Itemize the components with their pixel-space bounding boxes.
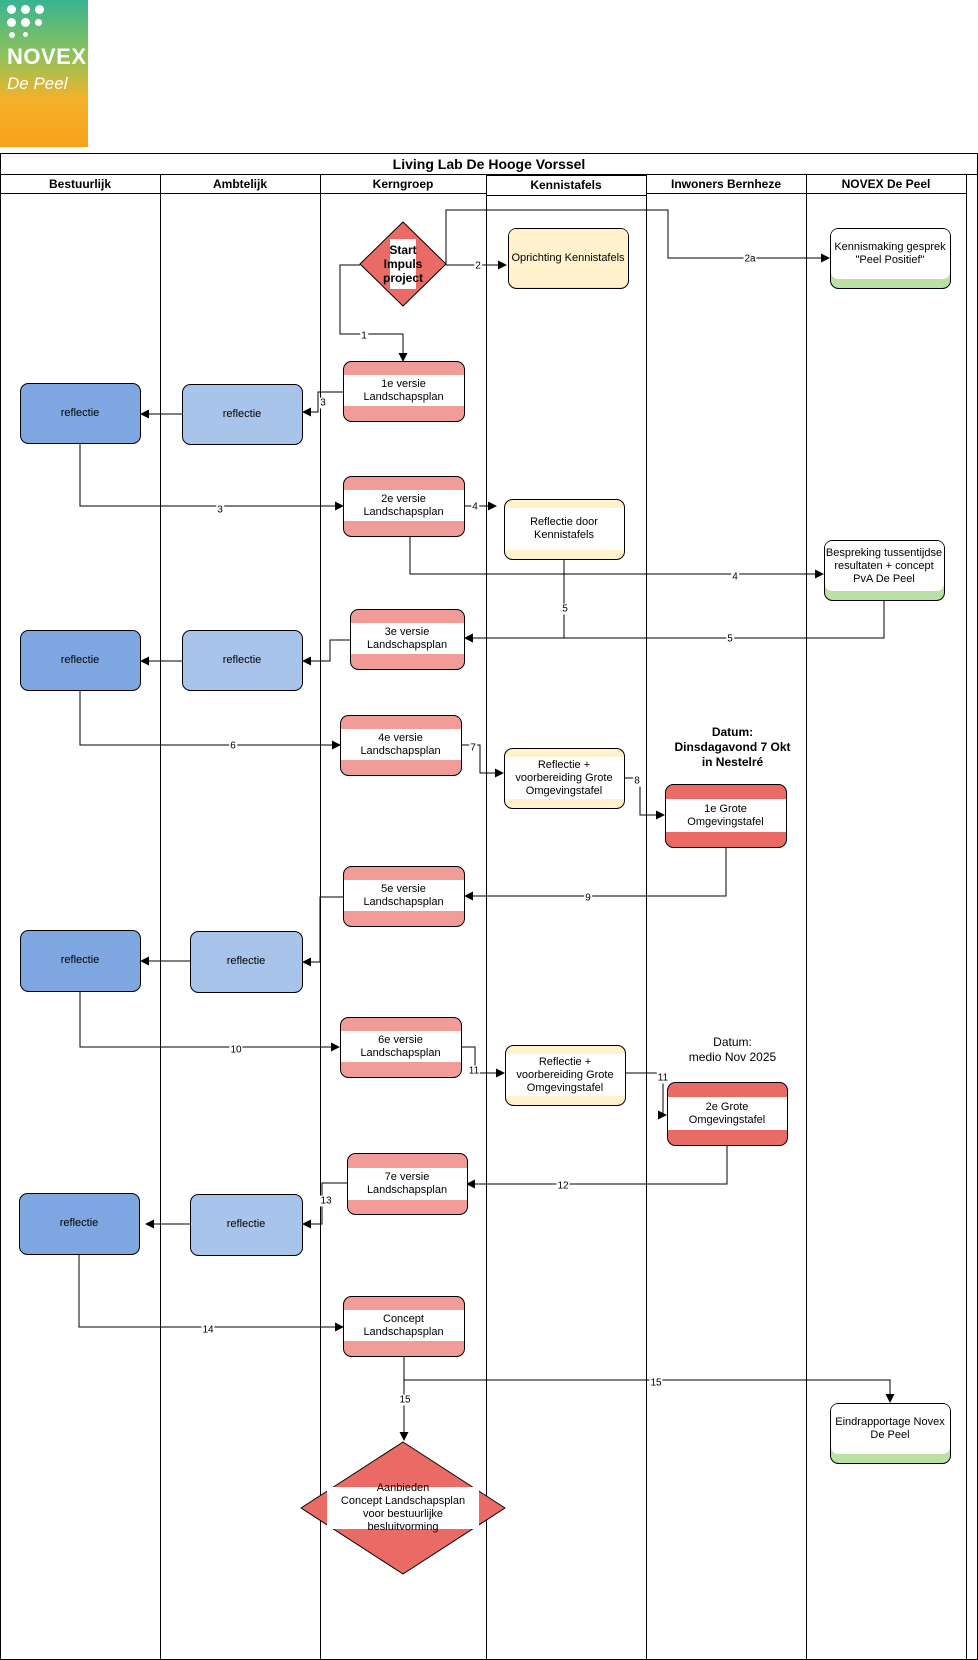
edge-label-15a: 15 xyxy=(398,1394,412,1406)
reflectie-bestuurlijk-2-node[interactable] xyxy=(20,630,141,691)
edge-label-12: 12 xyxy=(556,1180,570,1192)
edge-label-3b: 3 xyxy=(216,504,224,516)
edge-label-4b: 4 xyxy=(731,571,739,583)
edge-5a xyxy=(464,560,565,643)
edge-3b xyxy=(79,444,344,511)
landschapsplan-v5-node[interactable] xyxy=(343,866,465,927)
edge-4b xyxy=(409,537,824,579)
edge-5b xyxy=(464,601,885,643)
edge-label-9: 9 xyxy=(584,892,592,904)
edge-label-7: 7 xyxy=(469,742,477,754)
logo-brand-sub: De Peel xyxy=(7,74,68,93)
edge-label-10: 10 xyxy=(229,1044,243,1056)
grote-omgevingstafel-1-node[interactable] xyxy=(665,784,787,848)
novex-logo: NOVEX De Peel xyxy=(0,0,88,147)
landschapsplan-v6-node[interactable] xyxy=(340,1017,462,1078)
grote-omgevingstafel-2-node[interactable] xyxy=(667,1082,788,1146)
edge-label-11b: 11 xyxy=(656,1072,670,1084)
edge-3a xyxy=(302,391,343,417)
reflectie-ambtelijk-2-node[interactable] xyxy=(182,630,303,691)
reflectie-ambtelijk-4-node[interactable] xyxy=(190,1194,303,1256)
kennismaking-gesprek-node[interactable] xyxy=(830,228,951,289)
reflectie-voorbereiding-2-node[interactable] xyxy=(505,1045,626,1106)
edge-10 xyxy=(79,992,340,1052)
edge-9 xyxy=(464,848,727,901)
reflectie-ambtelijk-1-node[interactable] xyxy=(182,384,303,445)
bespreking-tussentijdse-node[interactable] xyxy=(824,540,945,601)
edge-label-5a: 5 xyxy=(561,603,569,615)
landschapsplan-v7-node[interactable] xyxy=(347,1153,468,1215)
edge-1 xyxy=(339,264,408,362)
lane-header-kennistafels-box xyxy=(486,175,647,196)
landschapsplan-v1-node[interactable] xyxy=(343,361,465,422)
oprichting-kennistafels-node[interactable] xyxy=(508,228,629,289)
edge-v5-ambtelijk xyxy=(302,896,343,967)
logo-brand-name: NOVEX xyxy=(7,44,87,69)
edge-label-6: 6 xyxy=(229,740,237,752)
reflectie-kennistafels-node[interactable] xyxy=(504,499,625,560)
lane-header-inwoners: Inwoners Bernheze xyxy=(670,177,782,191)
edge-2a xyxy=(445,209,830,265)
edge-label-15b: 15 xyxy=(649,1377,663,1389)
edge-6 xyxy=(79,691,341,750)
edge-label-4a: 4 xyxy=(471,501,479,513)
concept-landschapsplan-node[interactable] xyxy=(343,1296,465,1357)
lane-header-ambtelijk: Ambtelijk xyxy=(212,177,267,191)
lane-header-novex: NOVEX De Peel xyxy=(841,177,931,191)
landschapsplan-v3-node[interactable] xyxy=(350,609,465,670)
eindrapportage-node[interactable] xyxy=(830,1403,951,1464)
landschapsplan-v2-node[interactable] xyxy=(343,476,465,537)
edge-11a xyxy=(461,1046,505,1078)
datum-annotation-1: Datum: Dinsdagavond 7 Okt in Nestelré xyxy=(674,725,791,769)
edge-14 xyxy=(78,1255,344,1332)
edge-label-3a: 3 xyxy=(319,397,327,409)
edge-label-1: 1 xyxy=(360,330,368,342)
lane-header-bestuurlijk: Bestuurlijk xyxy=(48,177,111,191)
reflectie-ambtelijk-3-node[interactable] xyxy=(190,931,303,993)
edge-v3-ambtelijk xyxy=(302,639,350,666)
reflectie-bestuurlijk-1-node[interactable] xyxy=(20,383,141,444)
lane-header-kennistafels: Kennistafels xyxy=(530,178,602,192)
start-impuls-project-diamond[interactable] xyxy=(359,221,447,307)
edge-label-11a: 11 xyxy=(467,1065,481,1077)
pool-title: Living Lab De Hooge Vorssel xyxy=(392,156,586,172)
edge-12 xyxy=(466,1146,728,1189)
edge-label-2a: 2a xyxy=(743,253,757,265)
aanbieden-besluitvorming-diamond[interactable] xyxy=(300,1441,506,1575)
landschapsplan-v4-node[interactable] xyxy=(340,715,462,776)
datum-annotation-2: Datum: medio Nov 2025 xyxy=(688,1035,777,1064)
edge-label-5b: 5 xyxy=(726,633,734,645)
reflectie-bestuurlijk-3-node[interactable] xyxy=(20,930,141,992)
edge-label-14: 14 xyxy=(201,1324,215,1336)
edge-7 xyxy=(461,744,504,778)
edge-15b xyxy=(403,1357,895,1403)
edge-label-13: 13 xyxy=(319,1195,333,1207)
reflectie-bestuurlijk-4-node[interactable] xyxy=(19,1193,140,1255)
reflectie-voorbereiding-1-node[interactable] xyxy=(504,748,625,809)
edge-label-2: 2 xyxy=(474,260,482,272)
edge-11b xyxy=(625,1072,667,1120)
edge-label-8: 8 xyxy=(633,775,641,787)
edge-8 xyxy=(625,777,665,820)
lane-header-kerngroep: Kerngroep xyxy=(372,177,434,191)
